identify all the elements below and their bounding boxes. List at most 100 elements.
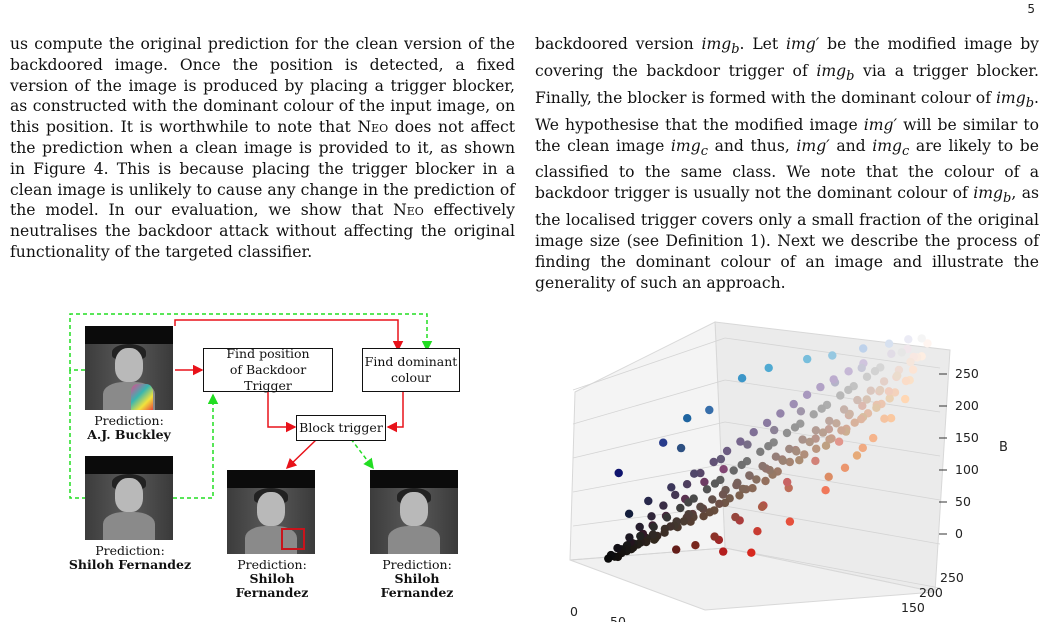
scatter-point: [869, 433, 878, 443]
scatter-point: [816, 382, 825, 392]
backdoor-trigger-patch: [131, 384, 153, 410]
scatter-point: [880, 414, 889, 423]
scatter-point: [857, 363, 866, 373]
scatter-point: [802, 390, 812, 399]
scatter-point: [613, 543, 622, 553]
scatter-point: [809, 410, 818, 419]
scatter-point: [756, 447, 765, 456]
scatter-point: [796, 407, 806, 416]
scatter-point: [800, 450, 809, 459]
scatter-point: [829, 375, 838, 384]
right-text-column: backdoored version imgb. Let img′ be the…: [535, 34, 1039, 293]
scatter-point: [825, 435, 834, 444]
page-number: 5: [1027, 2, 1035, 16]
clean-prediction-caption: Prediction:Shiloh Fernandez: [380, 557, 454, 600]
scatter-point: [901, 376, 911, 386]
backdoored-face-image: [85, 326, 173, 410]
scatter-point: [812, 444, 821, 453]
scatter-point: [832, 419, 841, 428]
scatter-point: [702, 485, 712, 494]
scatter-point: [805, 437, 814, 447]
scatter-point: [709, 457, 718, 467]
scatter-point: [672, 545, 681, 554]
scatter-point: [818, 428, 828, 437]
scatter-point: [737, 460, 746, 470]
y-tick-label: 200: [919, 585, 943, 600]
math-img: img: [701, 35, 732, 53]
scatter-point: [636, 531, 645, 541]
scatter-point: [683, 414, 692, 423]
scatter-point: [771, 452, 781, 461]
scatter-point: [844, 367, 853, 376]
scatter-point: [648, 530, 658, 539]
clean-face-image: [85, 456, 173, 540]
x-axis-ticks: 050: [570, 604, 626, 626]
scatter-point: [644, 496, 653, 506]
green-loop-top: [69, 313, 433, 371]
grid-line: [572, 379, 726, 425]
scatter-point: [853, 395, 862, 405]
grid-line: [572, 337, 726, 391]
scatter-point: [705, 405, 714, 415]
scatter-point: [862, 395, 871, 404]
scatter-point: [719, 547, 728, 556]
scatter-point: [901, 394, 910, 404]
scatter-point: [745, 471, 754, 480]
blocked-face-image: [227, 470, 315, 554]
scatter-point: [762, 418, 772, 428]
scatter-point: [716, 454, 726, 464]
scatter-point: [758, 461, 767, 471]
scatter-point: [893, 371, 902, 380]
scatter-point: [710, 532, 719, 541]
scatter-point: [671, 490, 680, 500]
scatter-point: [790, 423, 800, 432]
neo-pipeline-diagram: Prediction:A.J. Buckley Prediction:Shilo…: [55, 308, 495, 600]
scatter-point: [667, 483, 676, 492]
scatter-point: [785, 517, 795, 526]
scatter-point: [879, 377, 889, 386]
scatter-point: [866, 386, 875, 395]
scatter-point: [682, 480, 692, 489]
scatter-point: [662, 513, 672, 522]
scatter-point: [736, 437, 745, 446]
scatter-point: [748, 484, 757, 493]
scatter-point: [747, 548, 756, 557]
block-trigger-box: Block trigger: [296, 415, 386, 441]
scatter-point: [700, 477, 709, 487]
scatter-point: [803, 354, 812, 364]
scatter-point: [625, 533, 634, 542]
scatter-point: [660, 528, 669, 537]
scatter-point: [776, 409, 785, 418]
scatter-point: [659, 438, 668, 447]
arrow-top-to-dominant: [174, 319, 404, 352]
scatter-point: [844, 385, 853, 395]
z-tick-label: 250: [955, 366, 979, 381]
scatter-point: [735, 491, 744, 500]
scatter-point: [852, 451, 862, 460]
scatter-point: [862, 372, 872, 381]
scatter-point: [825, 416, 834, 426]
arrow-block-to-blocked: [285, 438, 318, 470]
scatter-point: [684, 498, 693, 507]
scatter-point: [785, 444, 794, 454]
scatter-point: [904, 335, 913, 344]
scatter-point: [837, 426, 846, 435]
z-tick-label: 100: [955, 462, 979, 477]
grid-line: [572, 547, 726, 561]
scatter-point: [715, 499, 724, 508]
y-tick-label: 150: [901, 600, 925, 615]
math-img-prime: img′: [786, 35, 820, 53]
z-axis-label: B: [999, 440, 1008, 455]
scatter-point: [870, 367, 880, 376]
left-paragraph: us compute the original prediction for t…: [10, 35, 516, 261]
scatter-point: [917, 334, 926, 343]
scatter-point: [884, 387, 894, 396]
scatter-point: [722, 446, 732, 456]
scatter-point: [908, 365, 918, 374]
scatter-point: [676, 443, 686, 453]
